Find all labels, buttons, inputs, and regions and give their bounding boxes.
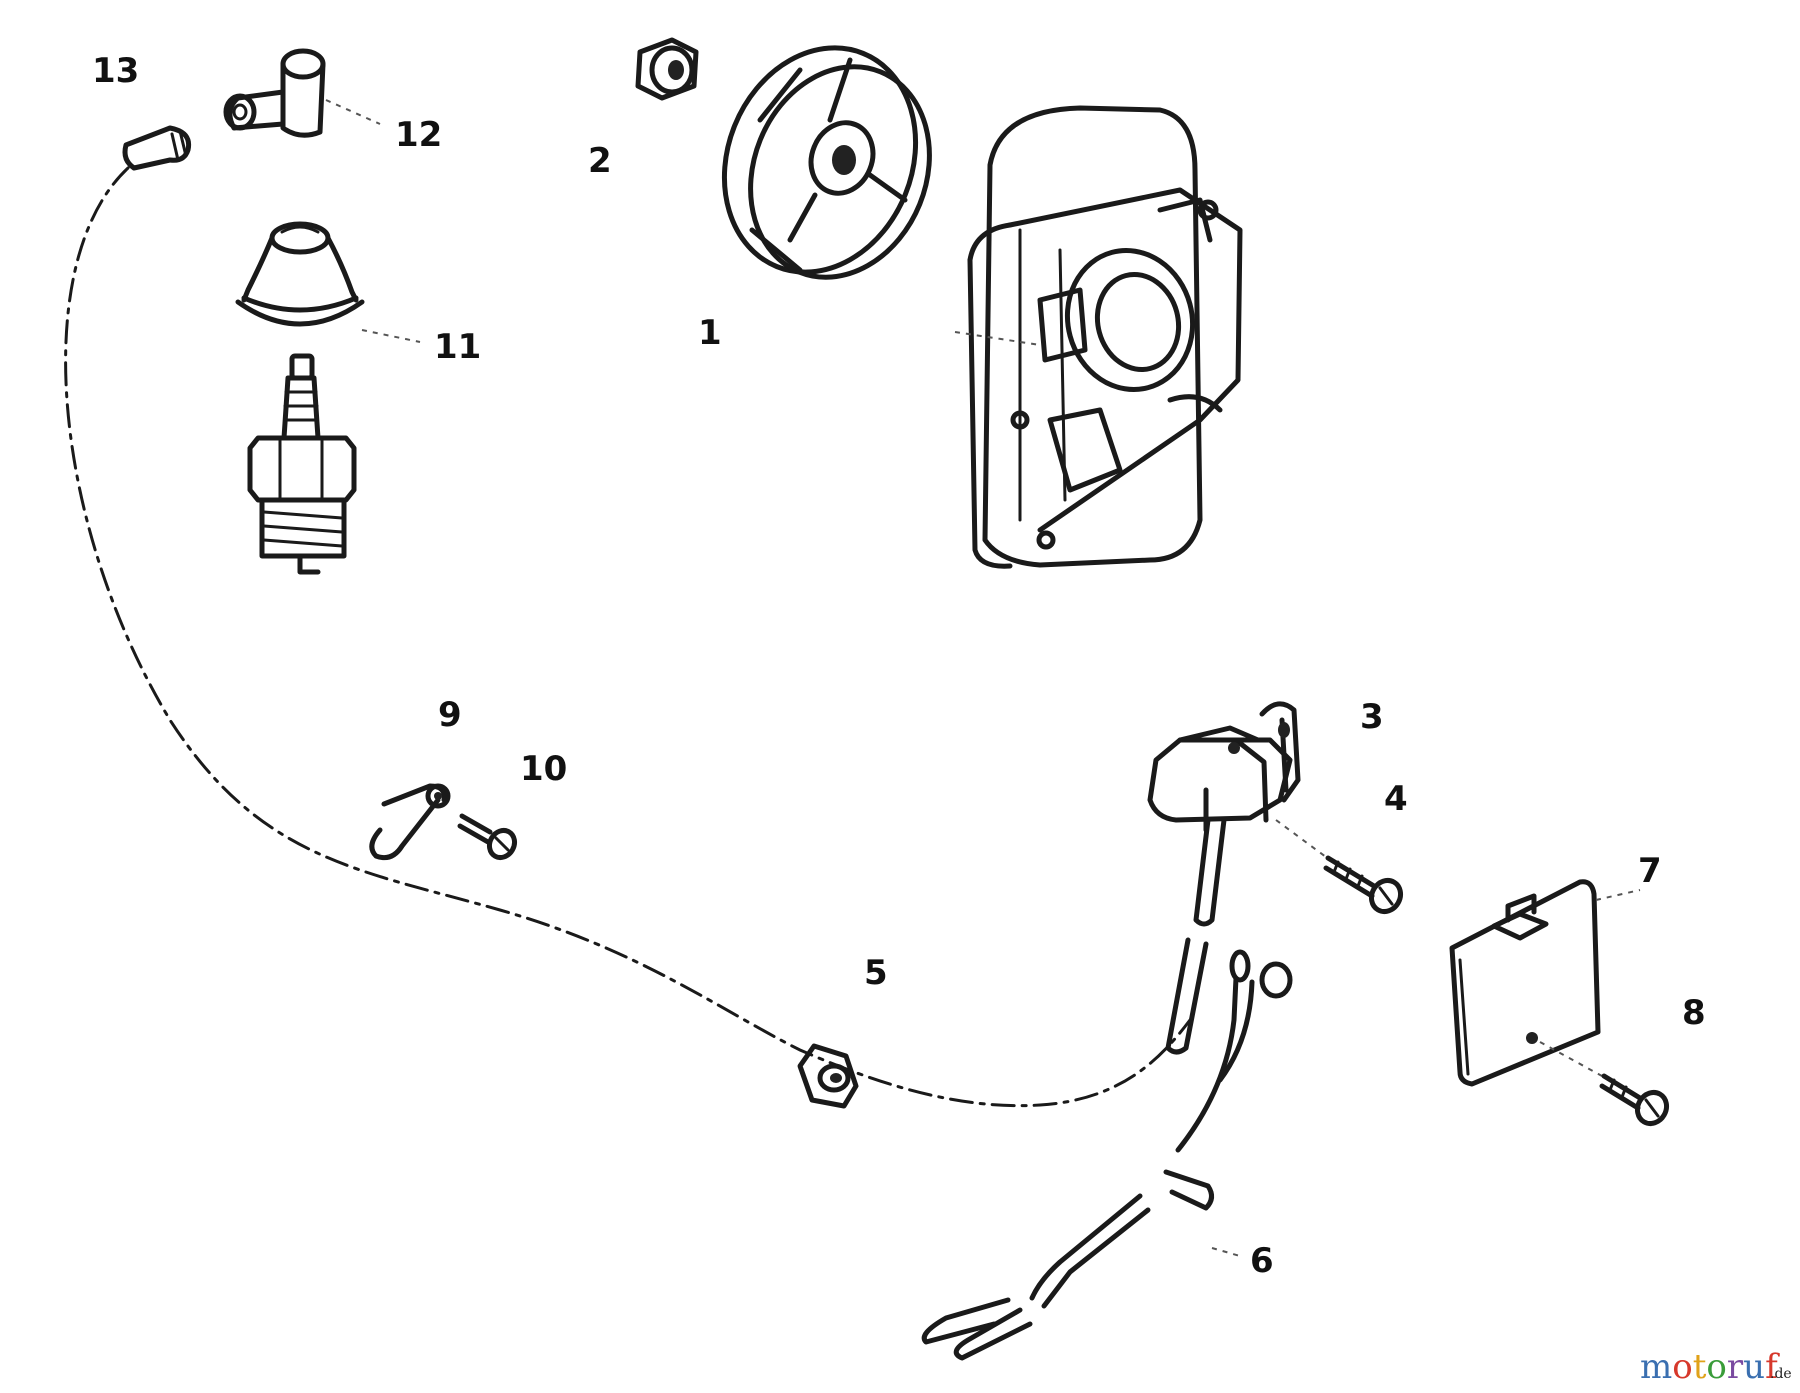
label-9: 9 <box>438 695 462 735</box>
leader-7 <box>1595 889 1641 901</box>
leader-6 <box>1211 1247 1241 1257</box>
watermark-letter: o <box>1672 1347 1692 1387</box>
label-11: 11 <box>434 327 481 367</box>
label-5: 5 <box>864 953 888 993</box>
part-11-rubber-cover <box>235 221 365 327</box>
spark-plug <box>247 353 357 575</box>
part-8-screw <box>1539 1041 1670 1127</box>
watermark-letter: m <box>1640 1347 1672 1387</box>
watermark-letter: t <box>1693 1347 1707 1387</box>
ignition-cable <box>64 166 1192 1108</box>
watermark: motoruf .de <box>1640 1347 1792 1387</box>
leader-11 <box>361 329 421 343</box>
label-7: 7 <box>1638 851 1662 891</box>
watermark-letter: u <box>1743 1347 1765 1387</box>
part-7-cover-plate <box>1449 879 1601 1087</box>
label-3: 3 <box>1360 697 1384 737</box>
watermark-letter: o <box>1706 1347 1726 1387</box>
part-9-cable-clamp <box>369 783 451 861</box>
label-8: 8 <box>1682 993 1706 1033</box>
part-12-plug-cap <box>223 48 326 138</box>
label-13: 13 <box>92 51 139 91</box>
lead-wire-tube <box>1165 937 1209 1055</box>
part-4-screw <box>1275 819 1404 915</box>
leader-12 <box>325 99 381 125</box>
part-5-grommet <box>797 1043 859 1109</box>
watermark-letter: f <box>1765 1347 1780 1387</box>
watermark-letter: r <box>1727 1347 1744 1387</box>
svg-text:motoruf: motoruf <box>1640 1347 1780 1387</box>
engine-housing <box>967 105 1243 569</box>
part-3-ignition-module <box>1147 701 1301 927</box>
watermark-suffix: .de <box>1770 1366 1792 1382</box>
label-4: 4 <box>1384 779 1408 819</box>
housing-leader <box>954 331 1041 346</box>
label-12: 12 <box>395 115 442 155</box>
part-10-screw <box>457 813 518 861</box>
part-13-terminal <box>122 125 192 171</box>
label-2: 2 <box>588 141 612 181</box>
part-1-flywheel <box>721 45 932 280</box>
label-6: 6 <box>1250 1241 1274 1281</box>
part-2-nut <box>635 37 699 101</box>
part-6-short-circuit-wire <box>921 949 1293 1361</box>
label-1: 1 <box>698 313 722 353</box>
label-10: 10 <box>520 749 567 789</box>
